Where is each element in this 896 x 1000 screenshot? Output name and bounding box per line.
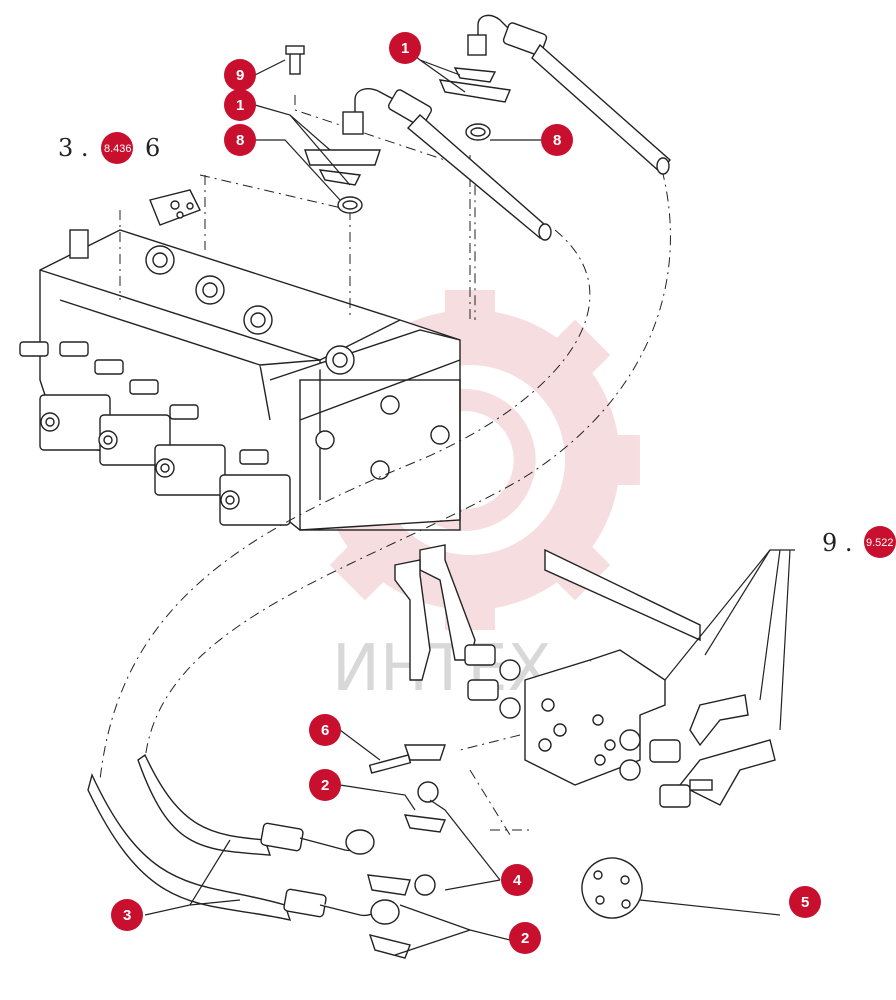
callout-2-upper: 2: [309, 769, 341, 801]
callout-3: 3: [111, 899, 143, 931]
callout-number: 4: [513, 872, 522, 889]
top-clamps: [285, 45, 511, 214]
callout-number: 6: [321, 722, 329, 739]
callout-number: 2: [521, 930, 529, 947]
callout-2-lower: 2: [509, 922, 541, 954]
reference-prefix: 9 .: [822, 529, 853, 557]
reference-prefix: 3 .: [58, 134, 89, 162]
callout-number: 1: [236, 97, 244, 114]
solenoid-group: [39, 394, 291, 526]
callout-number: 5: [801, 894, 809, 911]
callout-leaders: [144, 47, 795, 956]
callout-1-top: 1: [389, 32, 421, 64]
callout-4: 4: [501, 864, 533, 896]
callout-number: 8: [553, 132, 561, 149]
callout-8-right: 8: [541, 124, 573, 156]
callout-number: 2: [321, 777, 329, 794]
control-valve-block: [19, 189, 461, 531]
lower-hoses: [87, 753, 400, 925]
callout-8-left: 8: [224, 124, 256, 156]
upper-hoses: [342, 14, 671, 241]
reference-9-522: 9 . 9.522: [822, 526, 896, 558]
reference-badge-text: 8.436: [104, 143, 132, 155]
reference-3-436-6: 3 . 8.436 6: [58, 132, 160, 164]
reference-suffix: 6: [145, 134, 160, 162]
reference-badge: [101, 132, 133, 164]
callout-number: 9: [236, 67, 244, 84]
callout-1-left: 1: [224, 89, 256, 121]
callout-number: 3: [123, 907, 131, 924]
callout-number: 1: [401, 40, 409, 57]
callout-number: 8: [236, 132, 244, 149]
fitting-group: [19, 341, 269, 465]
callout-5: 5: [789, 886, 821, 918]
callout-9: 9: [224, 59, 256, 91]
reference-badge: [864, 526, 896, 558]
lower-clamps: [367, 744, 643, 959]
callout-6: 6: [309, 714, 341, 746]
reference-badge-text: 9.522: [866, 537, 894, 549]
